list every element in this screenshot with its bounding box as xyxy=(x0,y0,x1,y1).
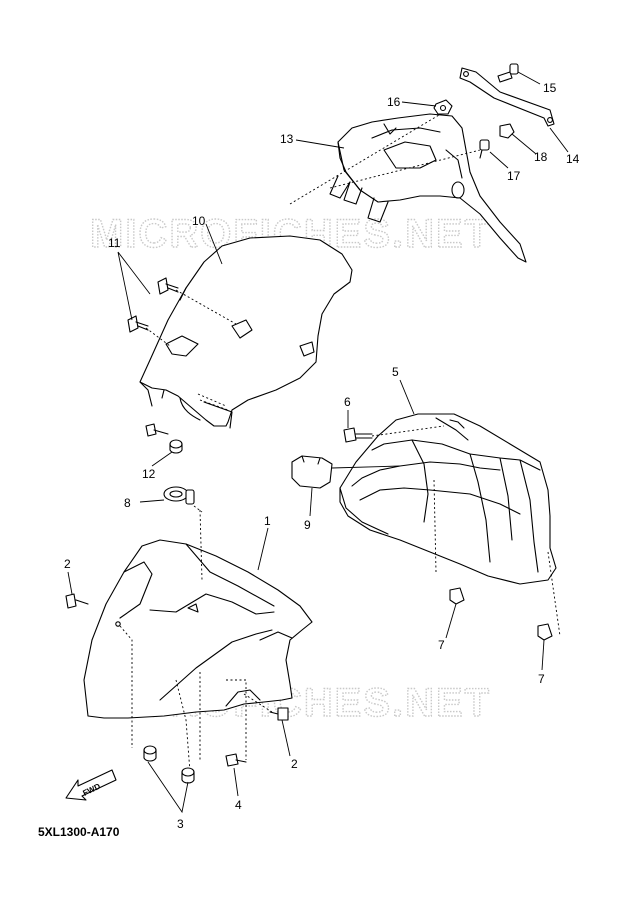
callout-4: 4 xyxy=(235,798,242,812)
callout-5: 5 xyxy=(392,365,399,379)
callout-15: 15 xyxy=(543,81,557,95)
bolt-2-right xyxy=(269,707,289,721)
callout-11: 11 xyxy=(108,236,121,250)
callout-7-right: 7 xyxy=(538,672,545,686)
bolt-2-left xyxy=(65,593,89,609)
fwd-arrow-icon: FWD xyxy=(65,769,117,801)
clip-9 xyxy=(291,455,333,489)
inner-fender-5 xyxy=(339,413,557,585)
callout-16: 16 xyxy=(387,95,401,109)
callout-1: 1 xyxy=(264,514,271,528)
collar-12-b xyxy=(169,439,183,454)
rear-fender-bracket-13 xyxy=(329,113,527,263)
bolt-17 xyxy=(479,139,490,159)
nut-16 xyxy=(433,99,453,115)
watermark-top: MICROFICHES.NET xyxy=(90,212,491,256)
rear-fender-10 xyxy=(139,235,353,429)
leader-lines xyxy=(67,71,569,814)
bolt-6 xyxy=(343,427,373,443)
callout-6: 6 xyxy=(344,395,351,409)
callout-13: 13 xyxy=(280,132,294,146)
bolt-11-upper xyxy=(157,277,179,295)
callout-2-right: 2 xyxy=(291,757,298,771)
grommet-8 xyxy=(163,486,195,505)
callout-3: 3 xyxy=(177,817,184,831)
collar-3-left xyxy=(143,745,157,762)
clip-nut-7-right xyxy=(537,623,553,641)
bolt-12-a xyxy=(145,423,169,437)
callout-12: 12 xyxy=(142,467,156,481)
callout-7-left: 7 xyxy=(438,638,445,652)
callout-8: 8 xyxy=(124,496,131,510)
nut-18 xyxy=(499,123,515,139)
bolt-15 xyxy=(497,63,519,83)
callout-9: 9 xyxy=(304,518,311,532)
callout-numbers: 1 2 2 3 4 5 6 7 7 8 9 10 11 12 13 14 15 … xyxy=(64,81,580,831)
clip-nut-7-left xyxy=(449,587,465,605)
callout-17: 17 xyxy=(507,169,521,183)
callout-18: 18 xyxy=(534,150,548,164)
collar-3-right xyxy=(181,767,195,784)
callout-2-left: 2 xyxy=(64,557,71,571)
callout-14: 14 xyxy=(566,152,580,166)
diagram-code: 5XL1300-A170 xyxy=(38,825,120,839)
bracket-plate-14 xyxy=(459,67,555,127)
bolt-11-lower xyxy=(127,315,149,333)
front-fender-1 xyxy=(83,539,313,719)
callout-10: 10 xyxy=(192,214,206,228)
bolt-4 xyxy=(225,753,247,767)
